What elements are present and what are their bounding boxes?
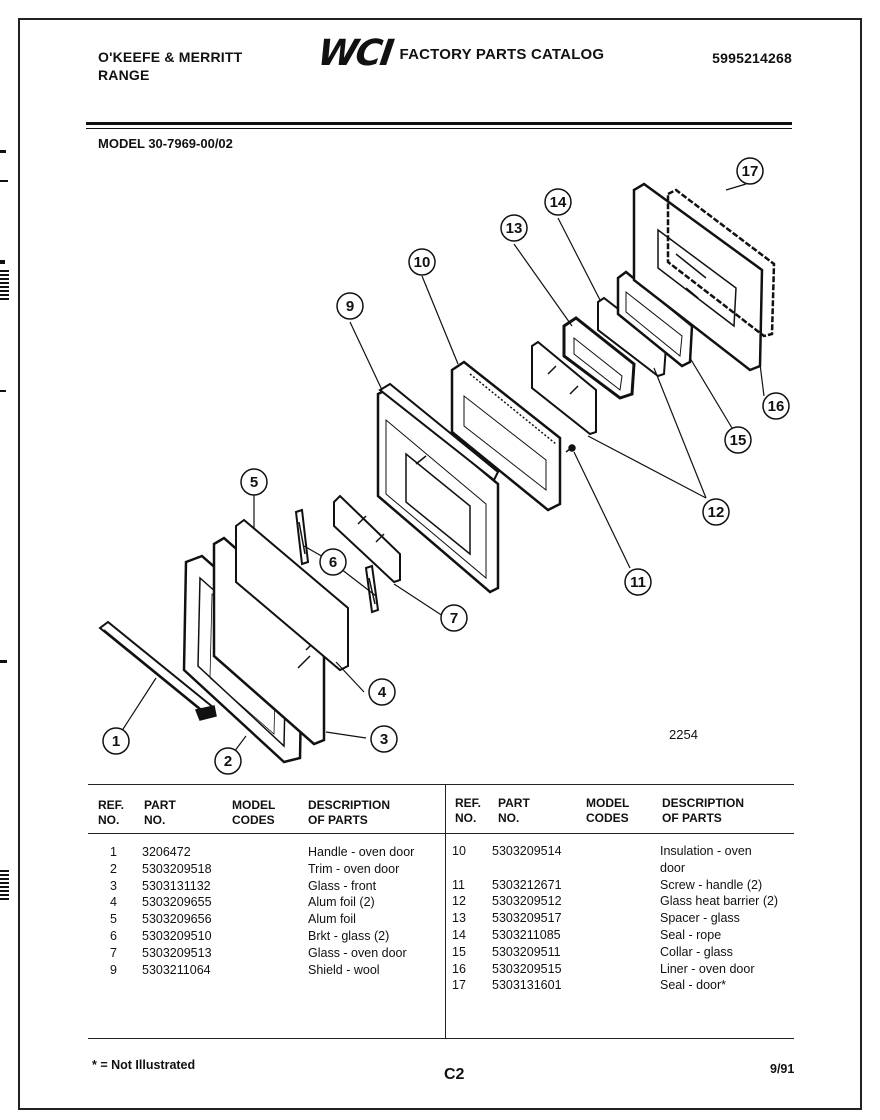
catalog-number: 5995214268 bbox=[712, 50, 792, 66]
callout-6: 6 bbox=[329, 554, 337, 571]
part-spacer-glass bbox=[562, 316, 636, 400]
callout-7: 7 bbox=[450, 610, 458, 627]
header-rule-thick bbox=[86, 122, 792, 125]
leader-lines bbox=[115, 183, 765, 761]
callout-12: 12 bbox=[708, 504, 725, 521]
callout-3: 3 bbox=[380, 731, 388, 748]
part-collar-glass bbox=[616, 270, 694, 368]
callout-11: 11 bbox=[630, 574, 646, 591]
table-column-divider bbox=[445, 784, 446, 1038]
brand-block: O'KEEFE & MERRITT RANGE bbox=[98, 48, 242, 84]
col-ref-no-left: REF.NO. bbox=[98, 798, 125, 827]
brand-name: O'KEEFE & MERRITT bbox=[98, 49, 243, 65]
page-number: C2 bbox=[444, 1066, 465, 1083]
part-insulation bbox=[450, 360, 562, 512]
callout-17: 17 bbox=[742, 163, 759, 180]
callout-15: 15 bbox=[730, 432, 747, 449]
part-shield-wool bbox=[378, 382, 500, 482]
revision-date: 9/91 bbox=[770, 1062, 795, 1076]
part-glass-heat-barrier bbox=[531, 340, 597, 436]
callout-14: 14 bbox=[550, 194, 567, 211]
part-handle bbox=[98, 620, 217, 721]
header-rule-thin bbox=[86, 128, 792, 129]
part-alum-foil bbox=[235, 518, 349, 672]
table-top-rule bbox=[88, 784, 794, 785]
product-type: RANGE bbox=[98, 67, 150, 83]
callout-numbers: 1 2 3 4 5 6 7 9 10 11 12 13 14 15 16 17 bbox=[112, 163, 785, 770]
part-glass-oven-door bbox=[333, 494, 401, 584]
callout-4: 4 bbox=[378, 684, 387, 701]
part-seal-rope bbox=[597, 296, 668, 378]
table-bottom-rule bbox=[88, 1038, 794, 1039]
figure-number: 2254 bbox=[669, 727, 698, 742]
callout-1: 1 bbox=[112, 733, 120, 750]
catalog-title: FACTORY PARTS CATALOG bbox=[399, 45, 605, 63]
callout-16: 16 bbox=[768, 398, 785, 415]
part-seal-door bbox=[666, 188, 776, 338]
part-screw bbox=[565, 444, 576, 453]
not-illustrated-note: * = Not Illustrated bbox=[92, 1058, 196, 1072]
table-header-rule bbox=[88, 833, 794, 834]
catalog-header: WCI FACTORY PARTS CATALOG bbox=[315, 33, 605, 74]
page-border bbox=[18, 18, 862, 1110]
scan-edge-marks bbox=[0, 140, 10, 900]
callout-10: 10 bbox=[414, 254, 431, 271]
callout-13: 13 bbox=[506, 220, 523, 237]
model-number: MODEL 30-7969-00/02 bbox=[98, 136, 233, 151]
col-ref-no-right: REF.NO. bbox=[455, 796, 482, 825]
callout-5: 5 bbox=[250, 474, 258, 491]
callout-bubbles bbox=[102, 157, 790, 775]
wci-logo: WCI bbox=[315, 33, 395, 74]
callout-2: 2 bbox=[224, 753, 232, 770]
part-brackets bbox=[294, 508, 380, 614]
callout-9: 9 bbox=[346, 298, 354, 315]
exploded-parts-diagram: 1 2 3 4 5 6 7 9 10 11 12 13 14 15 16 17 bbox=[86, 150, 792, 780]
